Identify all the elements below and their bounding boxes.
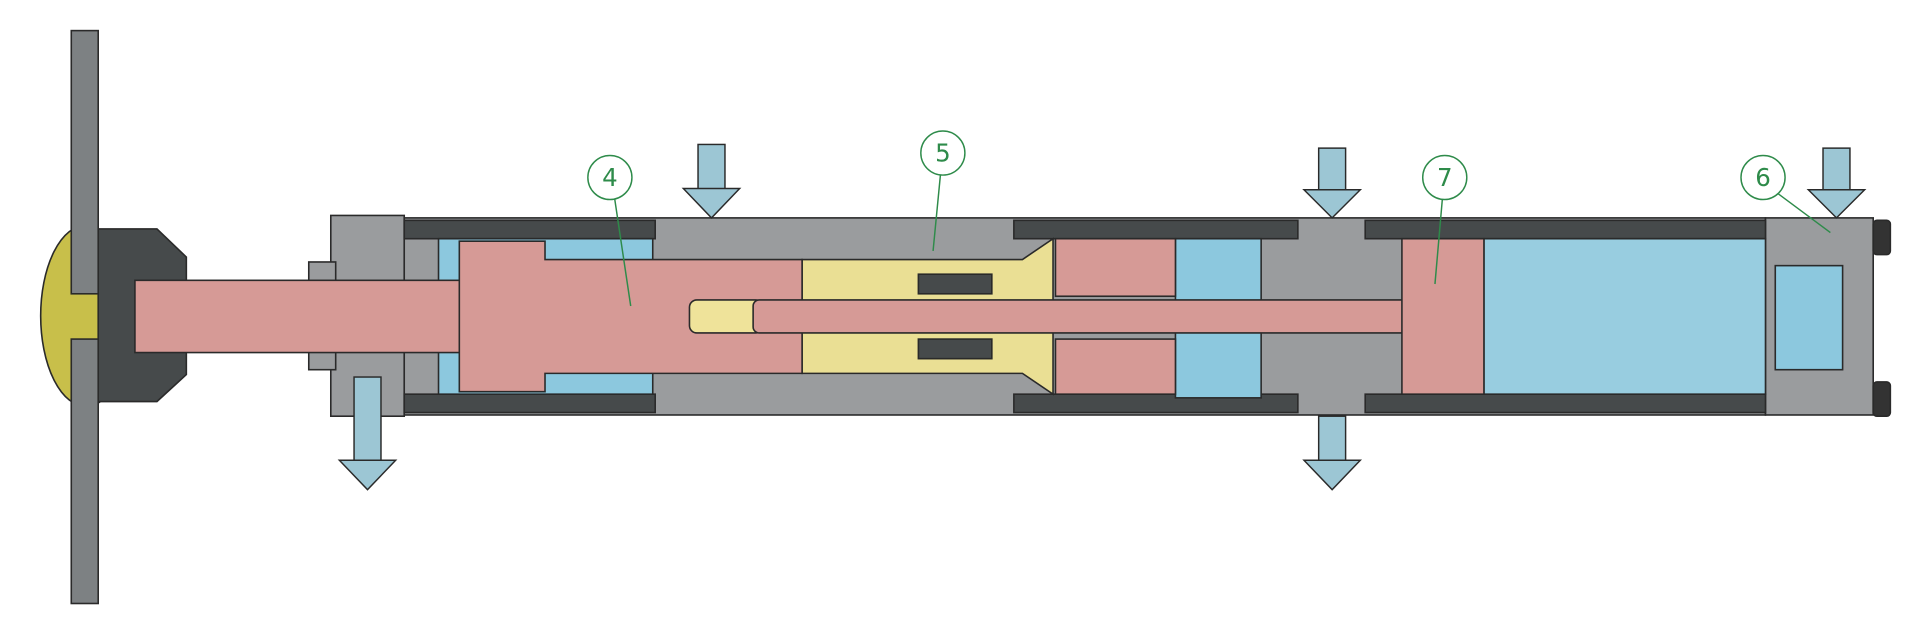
seal bbox=[917, 338, 993, 360]
bolt-top bbox=[1872, 219, 1892, 256]
piston-ring bbox=[1054, 237, 1177, 298]
piston-rod bbox=[134, 279, 467, 354]
piston-ring bbox=[1054, 338, 1177, 395]
seal bbox=[917, 273, 993, 295]
sleeve bbox=[1013, 219, 1299, 240]
inlet-arrow-icon bbox=[1806, 147, 1867, 219]
piston-4 bbox=[458, 240, 803, 393]
rod-tip bbox=[688, 299, 764, 334]
callout-label: 5 bbox=[935, 139, 951, 168]
pistons bbox=[134, 237, 1485, 395]
outlet-arrow-icon bbox=[337, 376, 398, 491]
fluid-chamber bbox=[1774, 264, 1844, 371]
sleeve bbox=[1364, 219, 1767, 240]
callout-5: 5 bbox=[920, 130, 966, 252]
sleeve bbox=[403, 219, 656, 240]
piston-7 bbox=[1401, 237, 1485, 395]
inner-rod bbox=[752, 299, 1409, 334]
handle-bar-top[interactable] bbox=[70, 29, 100, 295]
callout-6: 6 bbox=[1740, 154, 1831, 234]
sleeve bbox=[403, 393, 656, 414]
bolt-bottom bbox=[1872, 381, 1892, 418]
callout-label: 4 bbox=[602, 163, 618, 192]
sleeve bbox=[1364, 393, 1767, 414]
callout-7: 7 bbox=[1421, 154, 1468, 285]
callout-label: 7 bbox=[1437, 163, 1453, 192]
fluid-chamber bbox=[1483, 237, 1767, 395]
callout-4: 4 bbox=[587, 154, 633, 307]
outlet-arrow-icon bbox=[1302, 415, 1363, 491]
inlet-arrow-icon bbox=[1302, 147, 1363, 219]
flow-arrows bbox=[337, 143, 1867, 491]
inlet-arrow-icon bbox=[681, 143, 742, 219]
callouts: 4 5 7 6 bbox=[587, 130, 1831, 307]
handle-bar-bottom bbox=[70, 338, 100, 605]
callout-label: 6 bbox=[1755, 163, 1771, 192]
